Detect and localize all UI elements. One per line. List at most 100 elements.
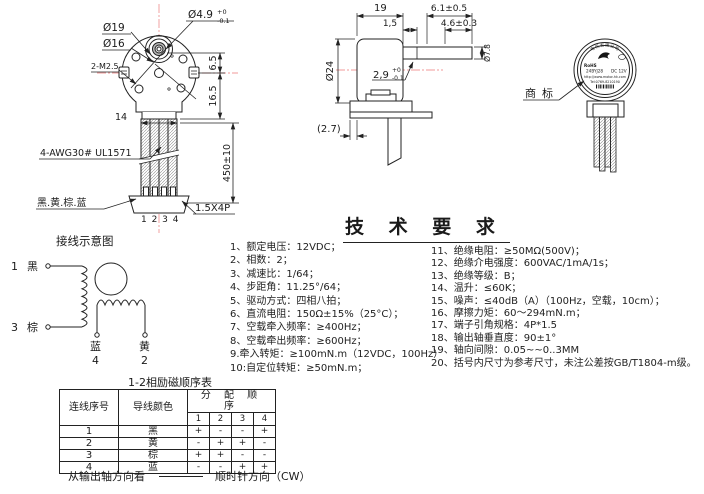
- wiring-color-yellow: 黄: [139, 339, 150, 353]
- rotation-note: 从输出轴方向看 顺时针方向（CW）: [68, 468, 311, 484]
- label-tel: Tel:0769-8210190: [589, 80, 620, 84]
- dim-2-9: 2,9: [373, 70, 389, 81]
- screw-hole: [176, 83, 186, 93]
- trademark-callout: 商标: [525, 86, 559, 100]
- terminal-2: [142, 332, 148, 338]
- wire-spec-label: 4-AWG30# UL1571: [40, 148, 132, 159]
- tech-item: 12、绝缘介电强度：600VAC/1mA/1s；: [431, 258, 614, 270]
- tech-item: 11、绝缘电阻：≥50MΩ(500V)；: [431, 246, 585, 257]
- tech-requirements-left: 1、额定电压：12VDC； 2、相数：2； 3、减速比：1/64； 4、步距角：…: [230, 241, 443, 375]
- terminal-4: [94, 332, 100, 338]
- step-header: 4: [253, 412, 276, 426]
- rear-outline: [573, 38, 637, 102]
- col-header-order: 分 配 顺 序: [187, 389, 276, 413]
- terminal-1: [45, 263, 51, 269]
- sequence-table-title: 1-2相励磁顺序表: [128, 376, 212, 389]
- tech-item: 4、步距角：11.25°/64；: [230, 282, 347, 294]
- table-row: 2 黄 - + + -: [59, 437, 276, 450]
- side-view: [335, 13, 486, 166]
- rear-view: [523, 38, 637, 173]
- cell-sign: -: [209, 425, 232, 438]
- cell-wire-no: 1: [59, 425, 119, 438]
- dim-1-5: 1,5: [383, 19, 397, 29]
- step-header: 2: [209, 412, 232, 426]
- table-row: 1 黑 + - - +: [59, 425, 276, 438]
- side-view-texts: 19 6.1±0.5 1,5 4.6±0.3 Ø24 Ø7.8 2,9 +0 -…: [317, 3, 492, 135]
- cell-wire-color: 棕: [118, 449, 188, 462]
- output-shaft: [402, 46, 473, 60]
- dim-d24: Ø24: [324, 61, 336, 82]
- wiring-schematic: [45, 262, 148, 338]
- connector-spec-label: 1.5X4P: [195, 203, 230, 214]
- rear-lead-wires: [593, 116, 617, 173]
- wiring-pin3: 3: [11, 321, 18, 334]
- cell-sign: +: [209, 449, 232, 462]
- cell-wire-color: 黑: [118, 425, 188, 438]
- wiring-pin2: 2: [141, 354, 148, 367]
- label-url: http://www.motor-hk.com: [584, 75, 626, 79]
- dim-16-5: 16.5: [208, 85, 219, 106]
- cell-sign: -: [187, 437, 210, 450]
- label-arc-company: 电机有限公司: [589, 41, 621, 51]
- cert-mark-icon: [618, 54, 626, 60]
- tech-requirements-title: 技 术 要 求: [343, 212, 510, 243]
- tech-item: 7、空载牵入频率：≥400Hz；: [230, 322, 367, 334]
- screw-hole: [131, 52, 141, 62]
- wiring-pin1: 1: [11, 260, 18, 273]
- dim-shaft-tol-dn: -0.1: [217, 17, 230, 25]
- tech-item: 5、驱动方式：四相八拍；: [230, 295, 347, 307]
- dim-6-1: 6.1±0.5: [431, 4, 467, 14]
- tech-item: 9.牵入转矩：≥100mN.m（12VDC，100Hz）: [230, 349, 444, 361]
- cell-wire-no: 2: [59, 437, 119, 450]
- cell-wire-no: 3: [59, 449, 119, 462]
- front-view-texts: Ø4.9 +0 -0.1 Ø19 Ø16 2-M2.5 6.5 16.5 14 …: [37, 8, 233, 248]
- brand-logo-icon: [598, 52, 610, 59]
- tech-item: 16、摩擦力矩：60～294mN.m；: [431, 307, 586, 319]
- name-plate: [580, 45, 630, 95]
- cell-wire-color: 黄: [118, 437, 188, 450]
- tech-item: 19、轴向间隙：0.05~~0..3MM: [431, 345, 580, 357]
- tech-item: 1、额定电压：12VDC；: [230, 242, 341, 253]
- connector: [128, 186, 190, 214]
- table-row: 3 棕 + + - -: [59, 449, 276, 462]
- cell-sign: -: [209, 461, 232, 474]
- excitation-sequence-table: 连线序号 导线颜色 分 配 顺 序 1 2 3 4 1 黑 + - - + 2 …: [59, 389, 276, 474]
- wiring-pin4: 4: [92, 354, 99, 367]
- table-row: 4 蓝 - - + +: [59, 461, 276, 474]
- wire-colors-label: 黑.黄.棕.蓝: [37, 196, 87, 209]
- cell-sign: +: [187, 449, 210, 462]
- col-header-wire-color: 导线颜色: [118, 389, 188, 426]
- step-header: 1: [187, 412, 210, 426]
- rear-view-texts: 电机有限公司 RoHS 24BYJ28 DC 12V http://www.mo…: [525, 41, 627, 100]
- screw-hole: [134, 84, 144, 94]
- tech-item: 2、相数：2；: [230, 255, 293, 267]
- cell-sign: -: [253, 449, 276, 462]
- cell-sign: +: [209, 437, 232, 450]
- cell-sign: +: [187, 425, 210, 438]
- coil-phase-a: [80, 265, 88, 328]
- col-header-wire-no: 连线序号: [59, 389, 119, 426]
- cell-sign: -: [253, 437, 276, 450]
- label-voltage: DC 12V: [611, 69, 627, 74]
- terminal-3: [45, 324, 51, 330]
- cell-sign: +: [253, 425, 276, 438]
- cell-sign: +: [231, 437, 254, 450]
- side-wire-ribbon: [387, 117, 402, 166]
- wiring-color-brown: 棕: [27, 320, 38, 334]
- tech-item: 14、温升：≤60K；: [431, 283, 522, 295]
- step-header: 3: [231, 412, 254, 426]
- coil-phase-b: [96, 299, 146, 307]
- shaft-boss: [145, 35, 173, 63]
- dim-2-9-tol-up: +0: [392, 67, 401, 74]
- dim-6-5: 6.5: [208, 55, 219, 70]
- cell-sign: -: [231, 425, 254, 438]
- neck-upper: [135, 102, 183, 113]
- screw-hole: [178, 54, 188, 64]
- label-rohs: RoHS: [584, 63, 597, 68]
- tech-item: 10:自定位转矩：≥50mN.m；: [230, 362, 368, 374]
- rotation-note-view: 从输出轴方向看: [68, 470, 145, 483]
- tech-item: 6、直流电阻：150Ω±15%（25°C）；: [230, 308, 404, 320]
- dim-d19: Ø19: [103, 22, 125, 34]
